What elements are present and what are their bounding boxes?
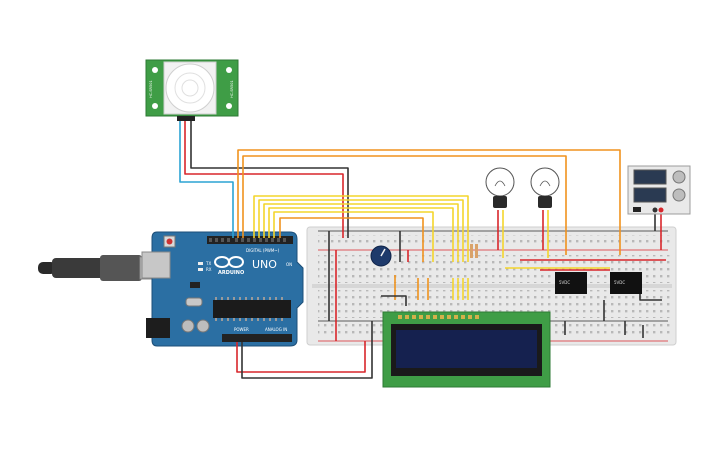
power-supply[interactable] <box>627 165 691 215</box>
wire-orange-2 <box>242 155 567 255</box>
relay-1[interactable]: 5VDC <box>555 272 587 294</box>
wire-pir-vcc <box>184 121 344 238</box>
power-analog-header <box>222 334 292 342</box>
resistors <box>470 244 478 258</box>
pir-side-label-left: HC-SR501 <box>149 80 153 98</box>
tx-label: TX <box>205 261 211 266</box>
pir-dome-icon <box>163 61 217 115</box>
relay-1-label: 5VDC <box>559 280 570 285</box>
light-bulb-1[interactable] <box>485 167 515 208</box>
wire-lcd-rs <box>279 217 424 262</box>
ps-display-2 <box>633 187 667 203</box>
wire-pir-gnd <box>190 121 349 238</box>
wire-lcd-d2 <box>258 199 464 262</box>
wire-orange-1 <box>237 149 621 255</box>
wires <box>179 121 666 379</box>
ps-knob-2[interactable] <box>672 188 686 202</box>
relay-2[interactable]: 5VDC <box>610 272 642 294</box>
potentiometer[interactable] <box>370 245 392 267</box>
rx-label: RX <box>206 267 212 272</box>
arduino-logo-text: ARDUINO <box>218 270 244 276</box>
resistor-2 <box>475 244 478 258</box>
atmega-chip <box>213 300 291 318</box>
wire-lcd-d3 <box>263 203 459 262</box>
wire-bb-black-mid <box>381 295 407 306</box>
light-bulb-2[interactable] <box>530 167 560 208</box>
digital-header-label: DIGITAL (PWM~) <box>246 248 280 253</box>
wire-arduino-gnd <box>241 321 373 379</box>
relay-2-label: 5VDC <box>614 280 625 285</box>
ps-knob-1[interactable] <box>672 170 686 184</box>
lcd-display[interactable] <box>382 311 551 388</box>
arduino-model-text: UNO <box>252 258 277 271</box>
pir-sensor[interactable]: HC-SR501 HC-SR501 <box>145 59 239 121</box>
wire-arduino-5v <box>236 341 366 373</box>
resistor-1 <box>470 244 473 258</box>
pir-side-label-right: HC-SR501 <box>230 80 234 98</box>
power-label: POWER <box>234 327 249 332</box>
wire-lcd-en <box>273 211 434 262</box>
arduino-logo-icon <box>214 256 244 268</box>
wire-pir-signal <box>179 121 234 238</box>
ps-display-1 <box>633 169 667 185</box>
wire-lcd-d4 <box>268 207 454 262</box>
wire-lcd-d1 <box>253 195 469 262</box>
on-label: ON <box>286 262 292 267</box>
analog-label: ANALOG IN <box>265 327 287 332</box>
lcd-screen <box>396 330 537 368</box>
arduino-board[interactable]: DIGITAL (PWM~) TX RX ARDUINO UNO ON <box>141 231 304 347</box>
